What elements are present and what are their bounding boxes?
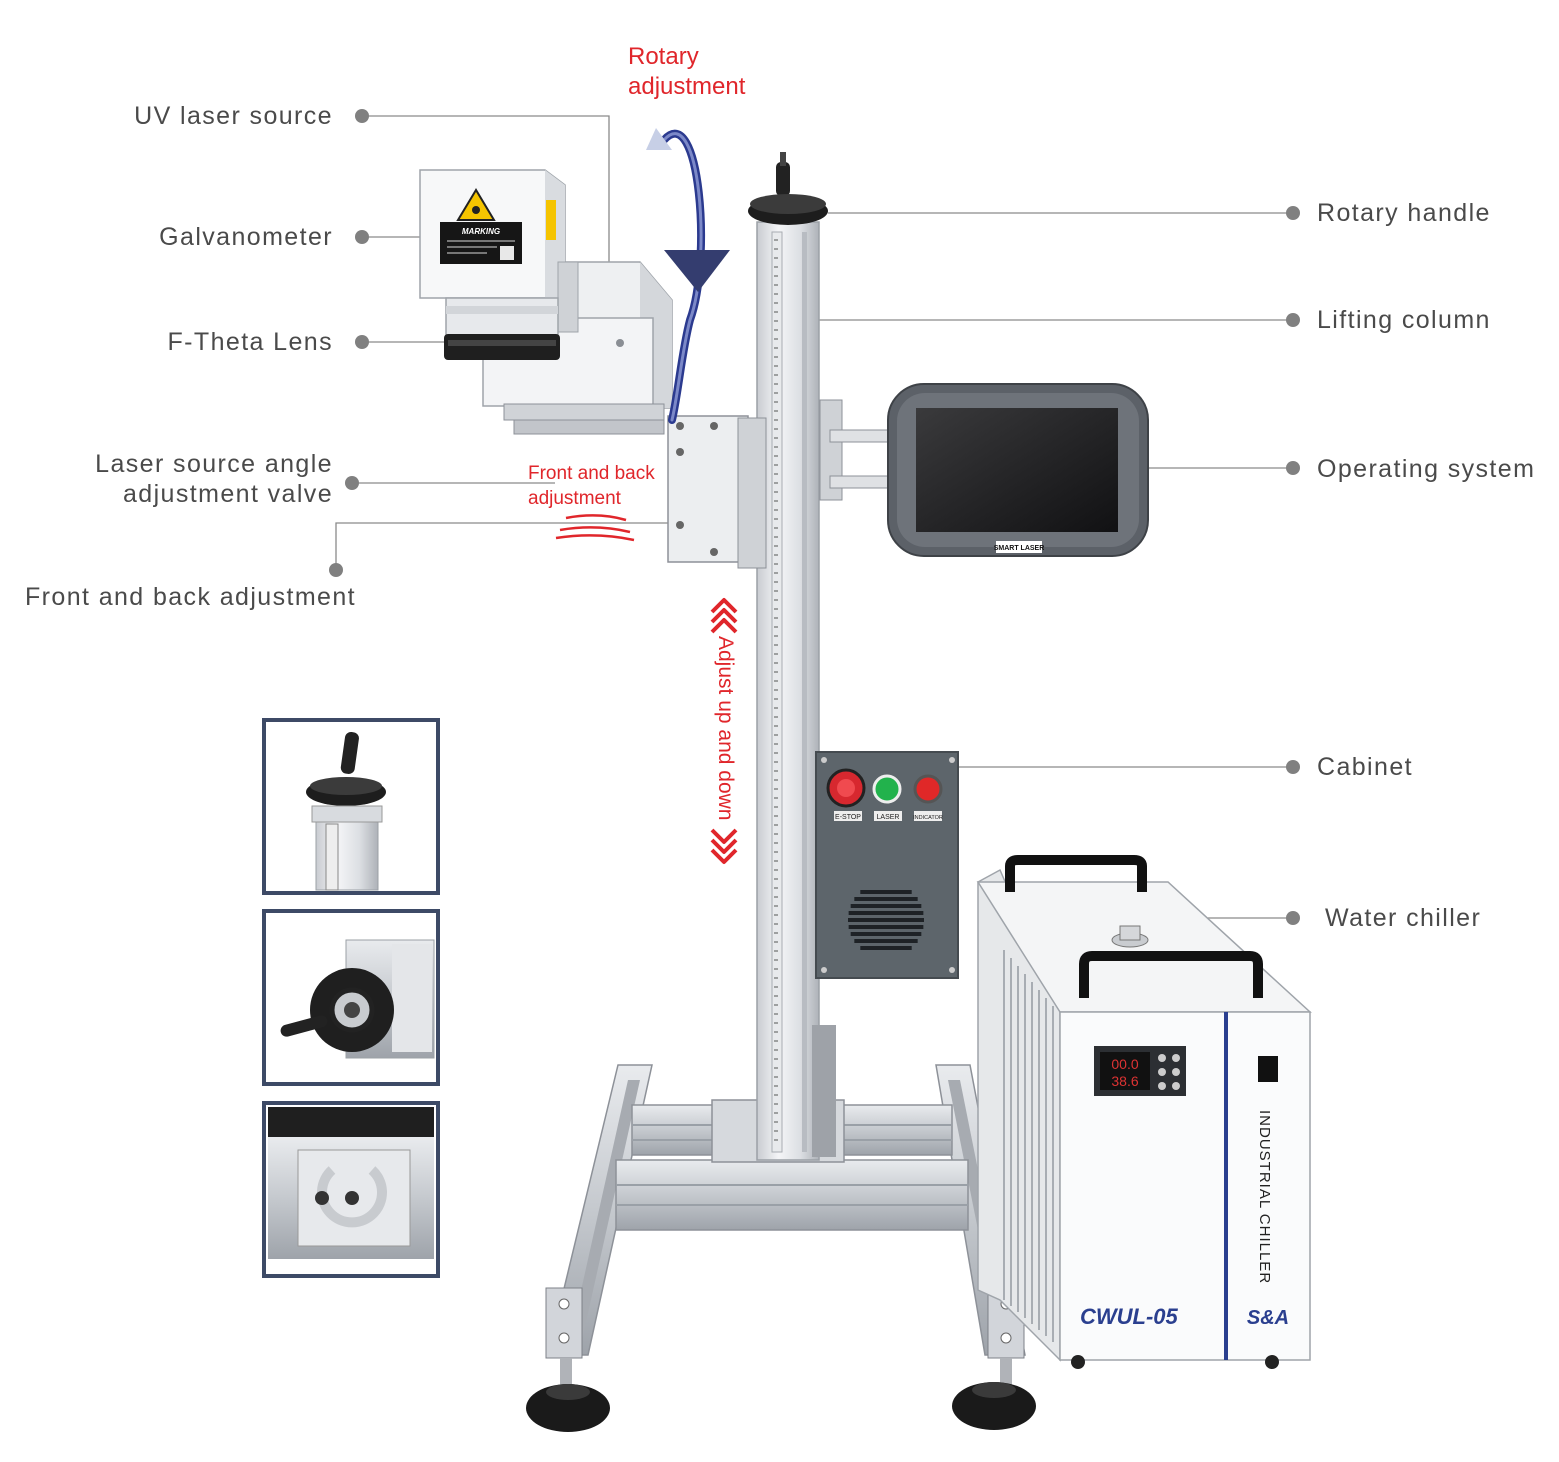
- annotation-front-back-line1: Front and back: [528, 463, 655, 484]
- annotation-front-back-line2: adjustment: [528, 488, 621, 509]
- indicator-label: INDICATOR: [913, 815, 943, 821]
- dot-lifting-column: [1286, 313, 1300, 327]
- cross-bar-2: [615, 1159, 969, 1231]
- adjustment-block: [667, 415, 767, 569]
- label-operating-system: Operating system: [1317, 455, 1536, 483]
- dot-cabinet: [1286, 760, 1300, 774]
- leader-front-back: [335, 522, 668, 570]
- f-theta-lens-ring: [444, 334, 560, 360]
- dot-f-theta-lens: [355, 335, 369, 349]
- estop-label: E-STOP: [835, 814, 861, 821]
- label-lifting-column: Lifting column: [1317, 306, 1491, 334]
- chiller-handle-rear: [1005, 855, 1147, 892]
- label-water-chiller: Water chiller: [1325, 904, 1482, 932]
- dot-galvanometer: [355, 230, 369, 244]
- chiller-brand: S&A: [1247, 1307, 1289, 1329]
- label-rotary-handle: Rotary handle: [1317, 199, 1491, 227]
- label-angle-valve-line2: adjustment valve: [123, 480, 333, 508]
- dot-uv-laser-source: [355, 109, 369, 123]
- screen-display: [916, 408, 1118, 532]
- dot-water-chiller: [1286, 911, 1300, 925]
- head-badge-text: MARKING: [462, 227, 500, 236]
- chiller-vertical-label: INDUSTRIAL CHILLER: [1256, 1110, 1273, 1284]
- dot-rotary-handle: [1286, 206, 1300, 220]
- cabinet: E-STOP LASER INDICATOR: [815, 751, 959, 979]
- chiller-handle-front: [1079, 951, 1263, 998]
- cabinet-vent: [848, 890, 924, 950]
- label-uv-laser-source: UV laser source: [134, 102, 333, 130]
- annotation-rotary-line2: adjustment: [628, 73, 746, 100]
- leader-uv-laser-source: [362, 115, 610, 262]
- display-top: 00.0: [1111, 1056, 1138, 1072]
- rotary-adjustment-arrow: [646, 128, 730, 424]
- label-f-theta-lens: F-Theta Lens: [167, 328, 333, 356]
- screen-brand: SMART LASER: [994, 545, 1045, 552]
- dot-front-back: [329, 563, 343, 577]
- ruler-ticks: [774, 239, 778, 1141]
- leader-lines: [335, 115, 1292, 919]
- label-front-back-adjustment: Front and back adjustment: [25, 583, 356, 611]
- display-bottom: 38.6: [1111, 1073, 1138, 1089]
- label-angle-valve-line1: Laser source angle: [95, 450, 333, 478]
- thumb-rotary-handle: [262, 718, 440, 895]
- indicator-light: [913, 774, 943, 804]
- operating-screen: SMART LASER: [819, 383, 1149, 557]
- chiller-model: CWUL-05: [1080, 1304, 1179, 1329]
- chiller-side-fins: [1003, 950, 1054, 1342]
- annotation-up-down: Adjust up and down: [714, 636, 737, 821]
- front-back-indicator: [555, 514, 635, 542]
- up-down-chevrons: [710, 598, 738, 864]
- dot-operating-system: [1286, 461, 1300, 475]
- thumb-front-back: [262, 1101, 440, 1278]
- thumb-angle-valve: [262, 909, 440, 1086]
- leader-dots: [329, 109, 1300, 925]
- power-switch: [1258, 1056, 1278, 1082]
- annotation-rotary-line1: Rotary: [628, 43, 699, 70]
- laser-label: LASER: [877, 814, 900, 821]
- laser-head: MARKING: [419, 169, 673, 435]
- foot-left: [526, 1384, 610, 1432]
- detail-thumbnails: [262, 718, 440, 1278]
- label-cabinet: Cabinet: [1317, 753, 1413, 781]
- laser-warning-icon: [456, 188, 496, 221]
- laser-button: [872, 774, 902, 804]
- label-galvanometer: Galvanometer: [159, 223, 333, 251]
- water-chiller: 00.0 38.6 INDUSTRIAL CHILLER CWUL-05 S&A: [976, 855, 1312, 1369]
- foot-right: [952, 1382, 1036, 1430]
- lifting-column: [748, 152, 836, 1161]
- dot-angle-valve: [345, 476, 359, 490]
